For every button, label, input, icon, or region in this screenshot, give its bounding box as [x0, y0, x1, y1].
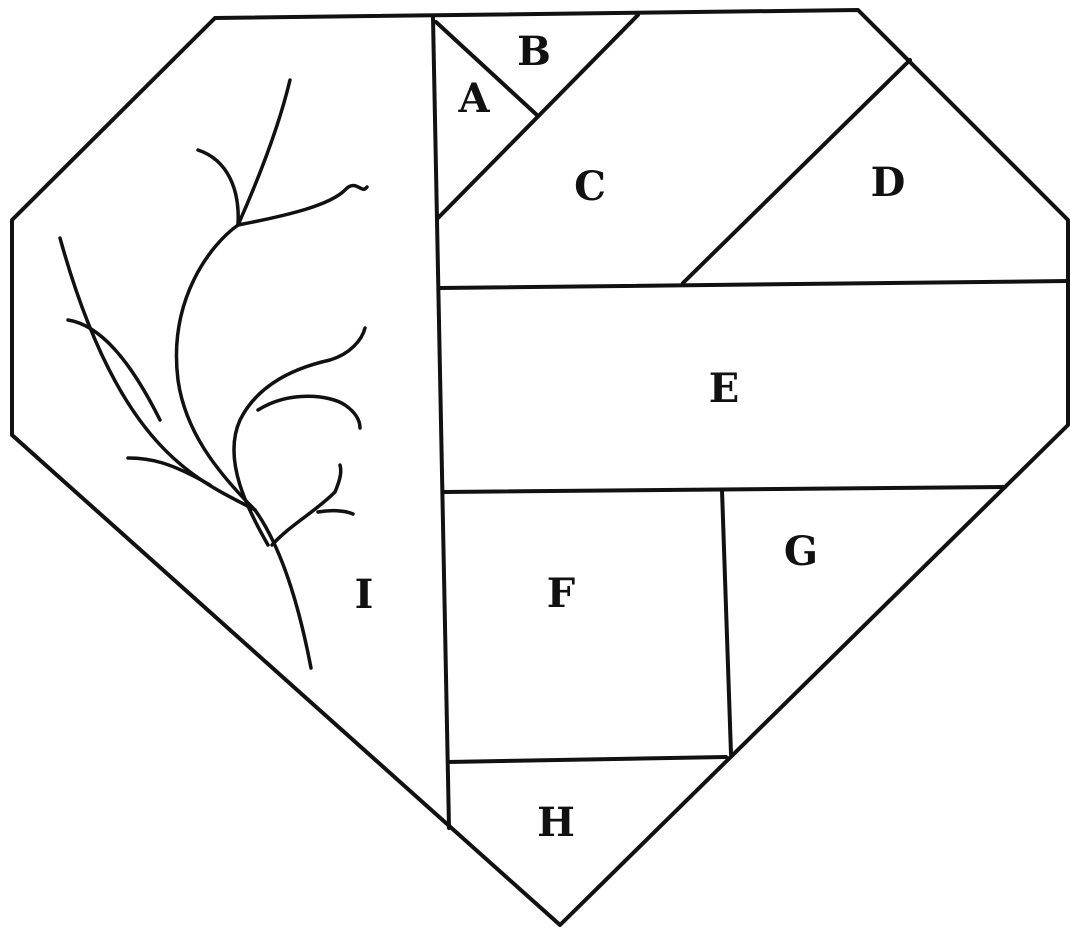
piece-label-e: E [709, 365, 740, 412]
piece-label-d: D [871, 159, 906, 206]
piece-label-b: B [517, 28, 551, 75]
seam-e-top [440, 281, 1068, 288]
seam-f-h [448, 757, 726, 762]
piece-label-h: H [537, 799, 575, 846]
seam-lines [433, 15, 1068, 828]
piece-label-c: C [574, 163, 606, 210]
seam-vertical-main [433, 18, 449, 828]
branch-illustration [60, 80, 367, 668]
piece-label-f: F [547, 570, 575, 617]
piece-label-i: I [355, 571, 374, 618]
seam-e-bottom [444, 487, 1005, 492]
piece-label-g: G [784, 528, 818, 575]
seam-f-g [722, 490, 731, 754]
piece-label-a: A [457, 75, 490, 122]
